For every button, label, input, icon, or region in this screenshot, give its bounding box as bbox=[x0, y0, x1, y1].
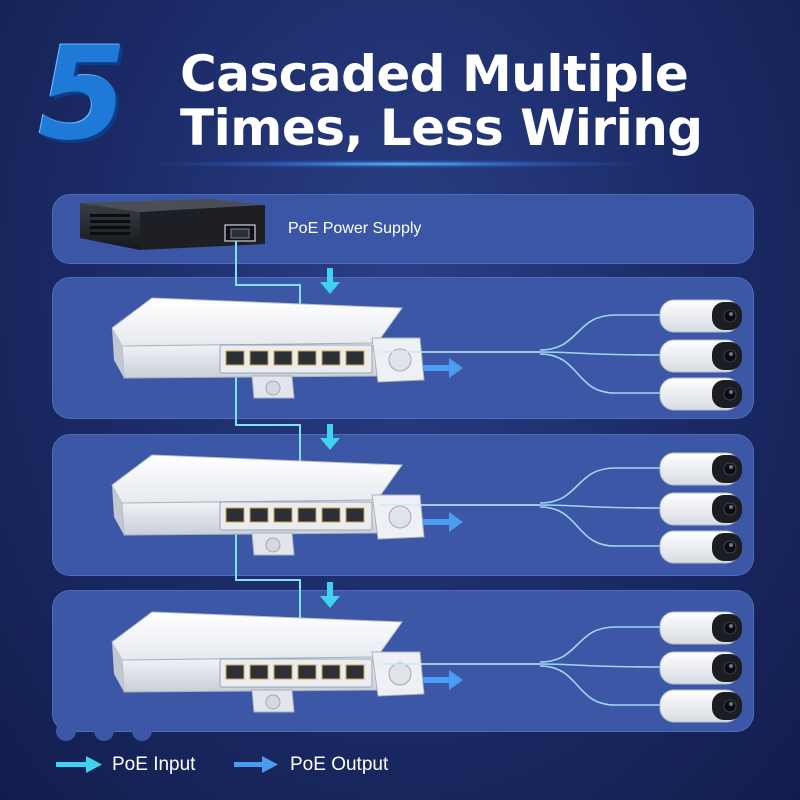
pagination-dot[interactable] bbox=[56, 721, 76, 741]
poe-power-supply-label: PoE Power Supply bbox=[288, 220, 422, 237]
page-title-line-1: Cascaded Multiple bbox=[180, 45, 689, 103]
cascade-count-number: 5 bbox=[38, 20, 127, 169]
legend-poe-output-label: PoE Output bbox=[290, 754, 389, 775]
poe-input-cables bbox=[235, 241, 301, 640]
pagination-dot[interactable] bbox=[132, 721, 152, 741]
legend-poe-input-label: PoE Input bbox=[112, 754, 196, 775]
header: 5 Cascaded Multiple Times, Less Wiring bbox=[0, 0, 800, 190]
poe-switch-icon bbox=[111, 297, 425, 713]
pagination-dot[interactable] bbox=[94, 721, 114, 741]
poe-output-cables bbox=[380, 351, 540, 665]
page-title-line-2: Times, Less Wiring bbox=[180, 99, 703, 157]
header-glow bbox=[150, 160, 650, 168]
security-camera-icon bbox=[540, 300, 742, 722]
legend-output-arrow bbox=[234, 756, 278, 773]
poe-power-supply-icon bbox=[80, 199, 265, 250]
arrow-right-icon bbox=[423, 358, 463, 690]
legend-input-arrow bbox=[56, 756, 102, 773]
